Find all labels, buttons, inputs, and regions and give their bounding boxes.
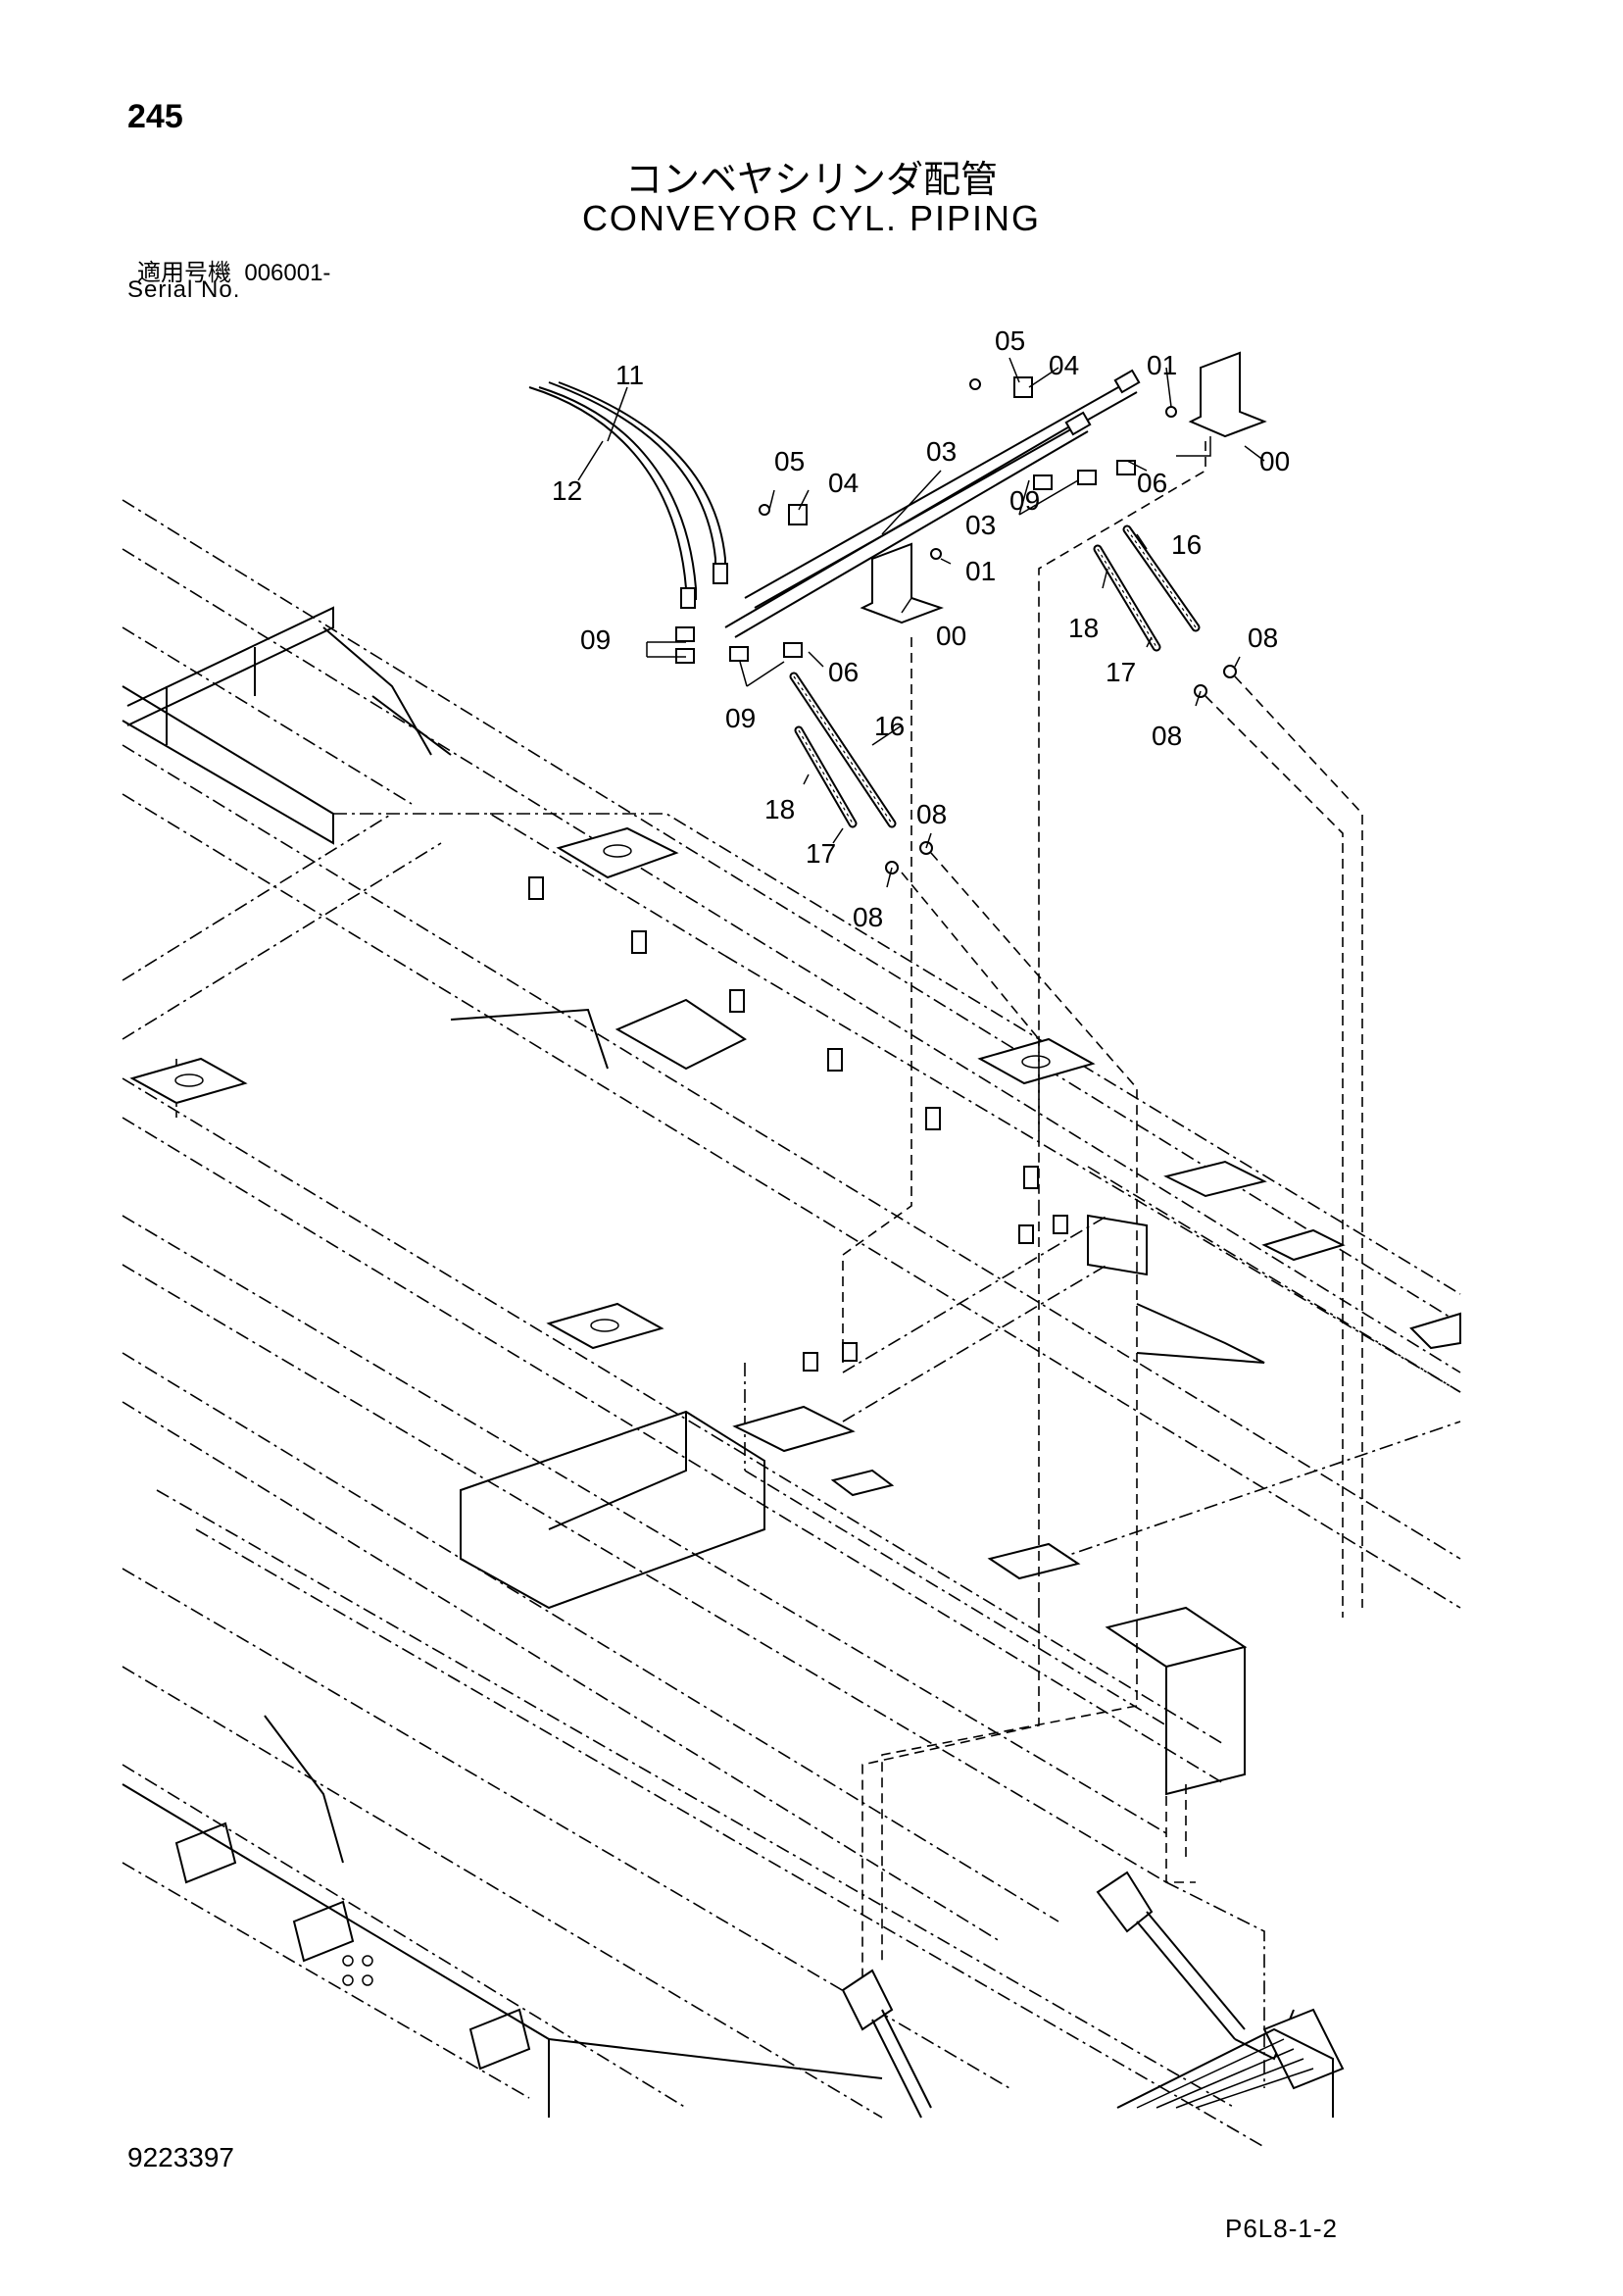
callout-05: 05 xyxy=(774,446,805,476)
callout-06: 06 xyxy=(828,657,859,687)
conveyor-cylinders xyxy=(841,1871,1345,2119)
callout-09: 09 xyxy=(580,624,611,655)
page-code: P6L8-1-2 xyxy=(1225,2214,1338,2243)
brackets-chutes xyxy=(450,998,1265,1610)
upper-left-bracket xyxy=(126,606,452,756)
callout-08: 08 xyxy=(853,902,883,932)
chassis-frame xyxy=(122,499,1461,2148)
serial-label-jp-row: 適用号機 006001- xyxy=(137,253,330,287)
serial-label-jp: 適用号機 xyxy=(137,260,231,286)
callout-16: 16 xyxy=(874,711,905,741)
beam-clips xyxy=(528,876,1068,1372)
callout-08: 08 xyxy=(916,799,947,829)
callout-05: 05 xyxy=(995,325,1025,356)
callout-17: 17 xyxy=(1106,657,1136,687)
callout-17: 17 xyxy=(806,838,836,869)
routing-lines xyxy=(842,441,1363,1980)
callout-18: 18 xyxy=(1068,613,1099,643)
serial-value: 006001- xyxy=(244,260,331,286)
hoses-16-18 xyxy=(789,524,1201,828)
callout-04: 04 xyxy=(1049,350,1079,380)
callout-18: 18 xyxy=(764,794,795,824)
steel-pipes-03 xyxy=(724,369,1141,638)
hoses-11-12 xyxy=(528,381,728,609)
callout-00: 00 xyxy=(1259,446,1290,476)
serial-label-en: Serial No. xyxy=(127,276,241,303)
callout-04: 04 xyxy=(828,468,859,498)
callout-12: 12 xyxy=(552,475,582,506)
callout-01: 01 xyxy=(965,556,996,586)
side-panel xyxy=(174,1822,531,2071)
page-number: 245 xyxy=(127,98,183,135)
callout-00: 00 xyxy=(936,621,966,651)
callout-03: 03 xyxy=(965,510,996,540)
title-japanese: コンベヤシリンダ配管 xyxy=(624,160,998,201)
callout-09: 09 xyxy=(1009,485,1040,516)
title-english: CONVEYOR CYL. PIPING xyxy=(581,198,1042,238)
callout-03: 03 xyxy=(926,436,957,467)
callout-08: 08 xyxy=(1152,721,1182,751)
clamps-00 xyxy=(860,351,1267,624)
drawing-number: 9223397 xyxy=(127,2142,235,2172)
callout-11: 11 xyxy=(615,360,644,390)
leader-lines xyxy=(577,357,1265,888)
callout-09: 09 xyxy=(725,703,756,733)
callout-16: 16 xyxy=(1171,529,1202,560)
fittings xyxy=(675,376,1237,874)
callout-08: 08 xyxy=(1248,623,1278,653)
callout-01: 01 xyxy=(1147,350,1177,380)
callout-06: 06 xyxy=(1137,468,1167,498)
mounting-pads xyxy=(129,826,1461,1796)
callout-labels: 11 12 05 04 03 03 01 00 09 09 06 16 18 1… xyxy=(552,325,1290,932)
